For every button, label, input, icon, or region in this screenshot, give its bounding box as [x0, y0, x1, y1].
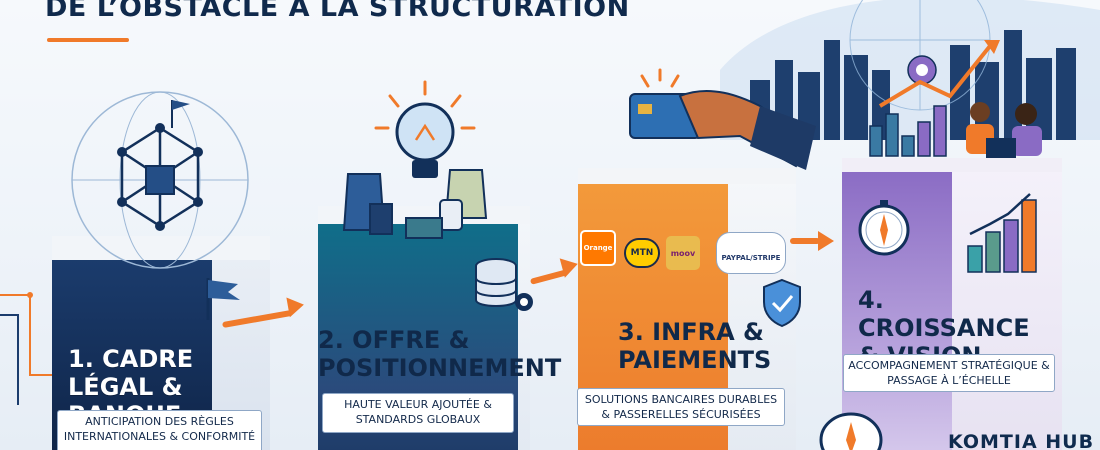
- globe-network-icon: [71, 91, 249, 269]
- brand-logo: KOMTIA HUB: [948, 431, 1095, 450]
- shield-check-icon: [763, 278, 801, 328]
- step-2-title: 2. OFFRE & POSITIONNEMENT: [318, 326, 562, 382]
- moov-badge: moov: [666, 236, 700, 270]
- circuit-lines: [0, 292, 60, 405]
- flag-icon: [206, 278, 240, 320]
- page-title: DE L’OBSTACLE À LA STRUCTURATION: [45, 0, 630, 23]
- credit-card-hand-icon: [629, 68, 816, 170]
- step-3-title: 3. INFRA & PAIEMENTS: [618, 318, 772, 374]
- step-1-caption: ANTICIPATION DES RÈGLES INTERNATIONALES …: [57, 410, 262, 450]
- arrow-3-shaft: [790, 238, 820, 244]
- products-icon: [342, 169, 488, 239]
- city-skyline-illustration: [720, 0, 1100, 140]
- compass-icon: [858, 200, 910, 256]
- step-4-caption: ACCOMPAGNEMENT STRATÉGIQUE & PASSAGE À L…: [843, 354, 1055, 392]
- paypal-stripe-badge: PAYPAL/STRIPE: [716, 232, 786, 274]
- orange-money-badge: Orange: [580, 230, 616, 266]
- pillar-1-top: [52, 236, 270, 260]
- title-underline: [47, 38, 129, 42]
- mtn-badge: MTN: [624, 238, 660, 268]
- pillar-3-top: [578, 168, 796, 184]
- lightbulb-icon: [374, 80, 476, 178]
- compass-bottom-icon: [819, 412, 883, 450]
- step-2-caption: HAUTE VALEUR AJOUTÉE & STANDARDS GLOBAUX: [322, 393, 514, 433]
- arrow-1-head: [286, 294, 306, 318]
- bar-chart-icon: [967, 193, 1037, 273]
- database-icon: [475, 258, 533, 311]
- step-3-caption: SOLUTIONS BANCAIRES DURABLES & PASSERELL…: [577, 388, 785, 426]
- arrow-3-head: [818, 231, 834, 251]
- pillar-4-top: [842, 158, 1062, 172]
- growth-chart-team-icon: [869, 40, 1042, 158]
